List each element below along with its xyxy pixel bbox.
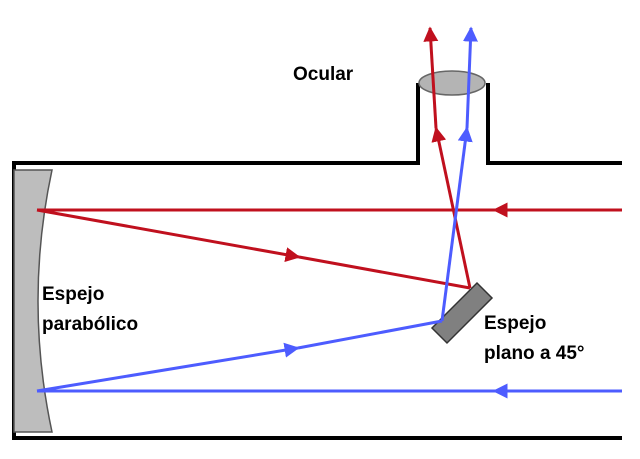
red-ray-reflected-segment bbox=[36, 208, 301, 262]
blue-light-ray bbox=[36, 26, 622, 399]
parabolic-mirror-label-line2: parabólico bbox=[42, 314, 138, 335]
eyepiece-label: Ocular bbox=[293, 64, 354, 85]
eyepiece-lens bbox=[418, 70, 486, 96]
red-light-ray bbox=[36, 26, 622, 290]
parabolic-mirror bbox=[13, 169, 53, 433]
flat-mirror-label-line2: plano a 45° bbox=[484, 343, 585, 364]
telescope-tube bbox=[12, 83, 622, 440]
tube-top-wall bbox=[12, 83, 622, 440]
red-ray-reflected-continued bbox=[298, 255, 471, 290]
blue-ray-exit bbox=[462, 26, 478, 129]
blue-ray-reflected-segment bbox=[36, 342, 300, 393]
red-ray-exit bbox=[423, 26, 439, 129]
red-ray-to-eyepiece bbox=[431, 126, 472, 289]
flat-mirror-label-line1: Espejo bbox=[484, 313, 546, 334]
flat-mirror bbox=[430, 281, 494, 345]
parabolic-mirror-label-line1: Espejo bbox=[42, 284, 104, 305]
blue-ray-to-eyepiece bbox=[440, 126, 473, 322]
blue-ray-reflected-continued bbox=[297, 319, 443, 350]
